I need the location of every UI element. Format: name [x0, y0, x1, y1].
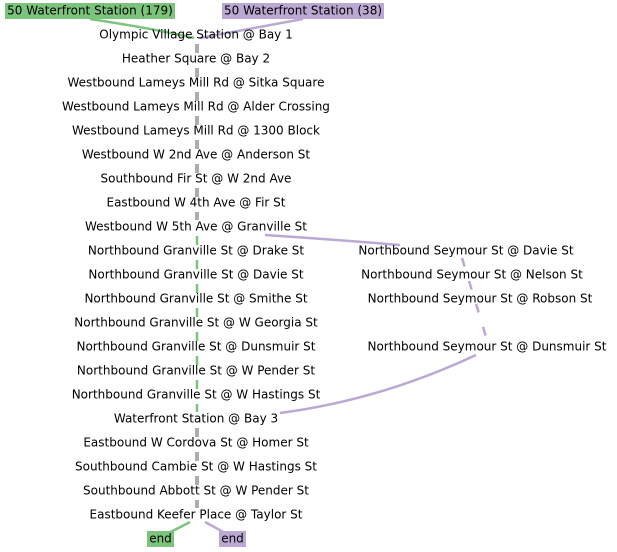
purple-seymour-out-edge: [279, 353, 477, 415]
stop-label: Northbound Seymour St @ Dunsmuir St: [367, 340, 606, 354]
stop-label: Eastbound W Cordova St @ Homer St: [83, 436, 309, 450]
purple-start-edge: [199, 17, 304, 40]
purple-route-label: 50 Waterfront Station (38): [224, 4, 382, 18]
green-start-edge: [89, 17, 195, 40]
stop-label: Westbound W 2nd Ave @ Anderson St: [82, 148, 310, 162]
purple-end-label: end: [221, 532, 244, 546]
stop-label: Westbound Lameys Mill Rd @ Sitka Square: [68, 76, 325, 90]
stop-label: Northbound Granville St @ W Hastings St: [72, 388, 321, 402]
stop-label: Westbound W 5th Ave @ Granville St: [85, 220, 307, 234]
purple-route-box: [222, 3, 384, 19]
route-ends: end end: [147, 531, 246, 547]
stop-label: Westbound Lameys Mill Rd @ 1300 Block: [72, 124, 320, 138]
stop-label: Northbound Granville St @ W Pender St: [77, 364, 315, 378]
stop-label: Northbound Seymour St @ Robson St: [368, 292, 593, 306]
route-headers: 50 Waterfront Station (179) 50 Waterfron…: [5, 3, 384, 19]
stop-label: Northbound Granville St @ Drake St: [88, 244, 304, 258]
stop-label: Eastbound Keefer Place @ Taylor St: [90, 508, 303, 522]
green-route-label: 50 Waterfront Station (179): [7, 4, 173, 18]
stop-label: Northbound Granville St @ W Georgia St: [74, 316, 318, 330]
stop-label: Northbound Granville St @ Dunsmuir St: [76, 340, 315, 354]
green-route-box: [5, 3, 175, 19]
stop-label: Northbound Seymour St @ Davie St: [358, 244, 573, 258]
green-end-label: end: [149, 532, 172, 546]
stop-label: Westbound Lameys Mill Rd @ Alder Crossin…: [62, 100, 330, 114]
stop-label: Eastbound W 4th Ave @ Fir St: [107, 196, 286, 210]
stop-label: Waterfront Station @ Bay 3: [114, 412, 278, 426]
edges: [89, 17, 489, 538]
purple-end-box: [219, 531, 246, 547]
stop-label: Northbound Seymour St @ Nelson St: [361, 268, 583, 282]
stop-label: Southbound Fir St @ W 2nd Ave: [101, 172, 292, 186]
stop-label: Olympic Village Station @ Bay 1: [99, 28, 292, 42]
stop-label: Southbound Abbott St @ W Pender St: [83, 484, 309, 498]
stop-label: Southbound Cambie St @ W Hastings St: [75, 460, 317, 474]
stop-labels: Olympic Village Station @ Bay 1 Heather …: [62, 28, 607, 522]
purple-seymour-in-edge: [264, 233, 401, 247]
green-end-box: [147, 531, 174, 547]
stop-label: Northbound Granville St @ Smithe St: [84, 292, 307, 306]
stop-label: Northbound Granville St @ Davie St: [88, 268, 303, 282]
stop-label: Heather Square @ Bay 2: [122, 52, 270, 66]
